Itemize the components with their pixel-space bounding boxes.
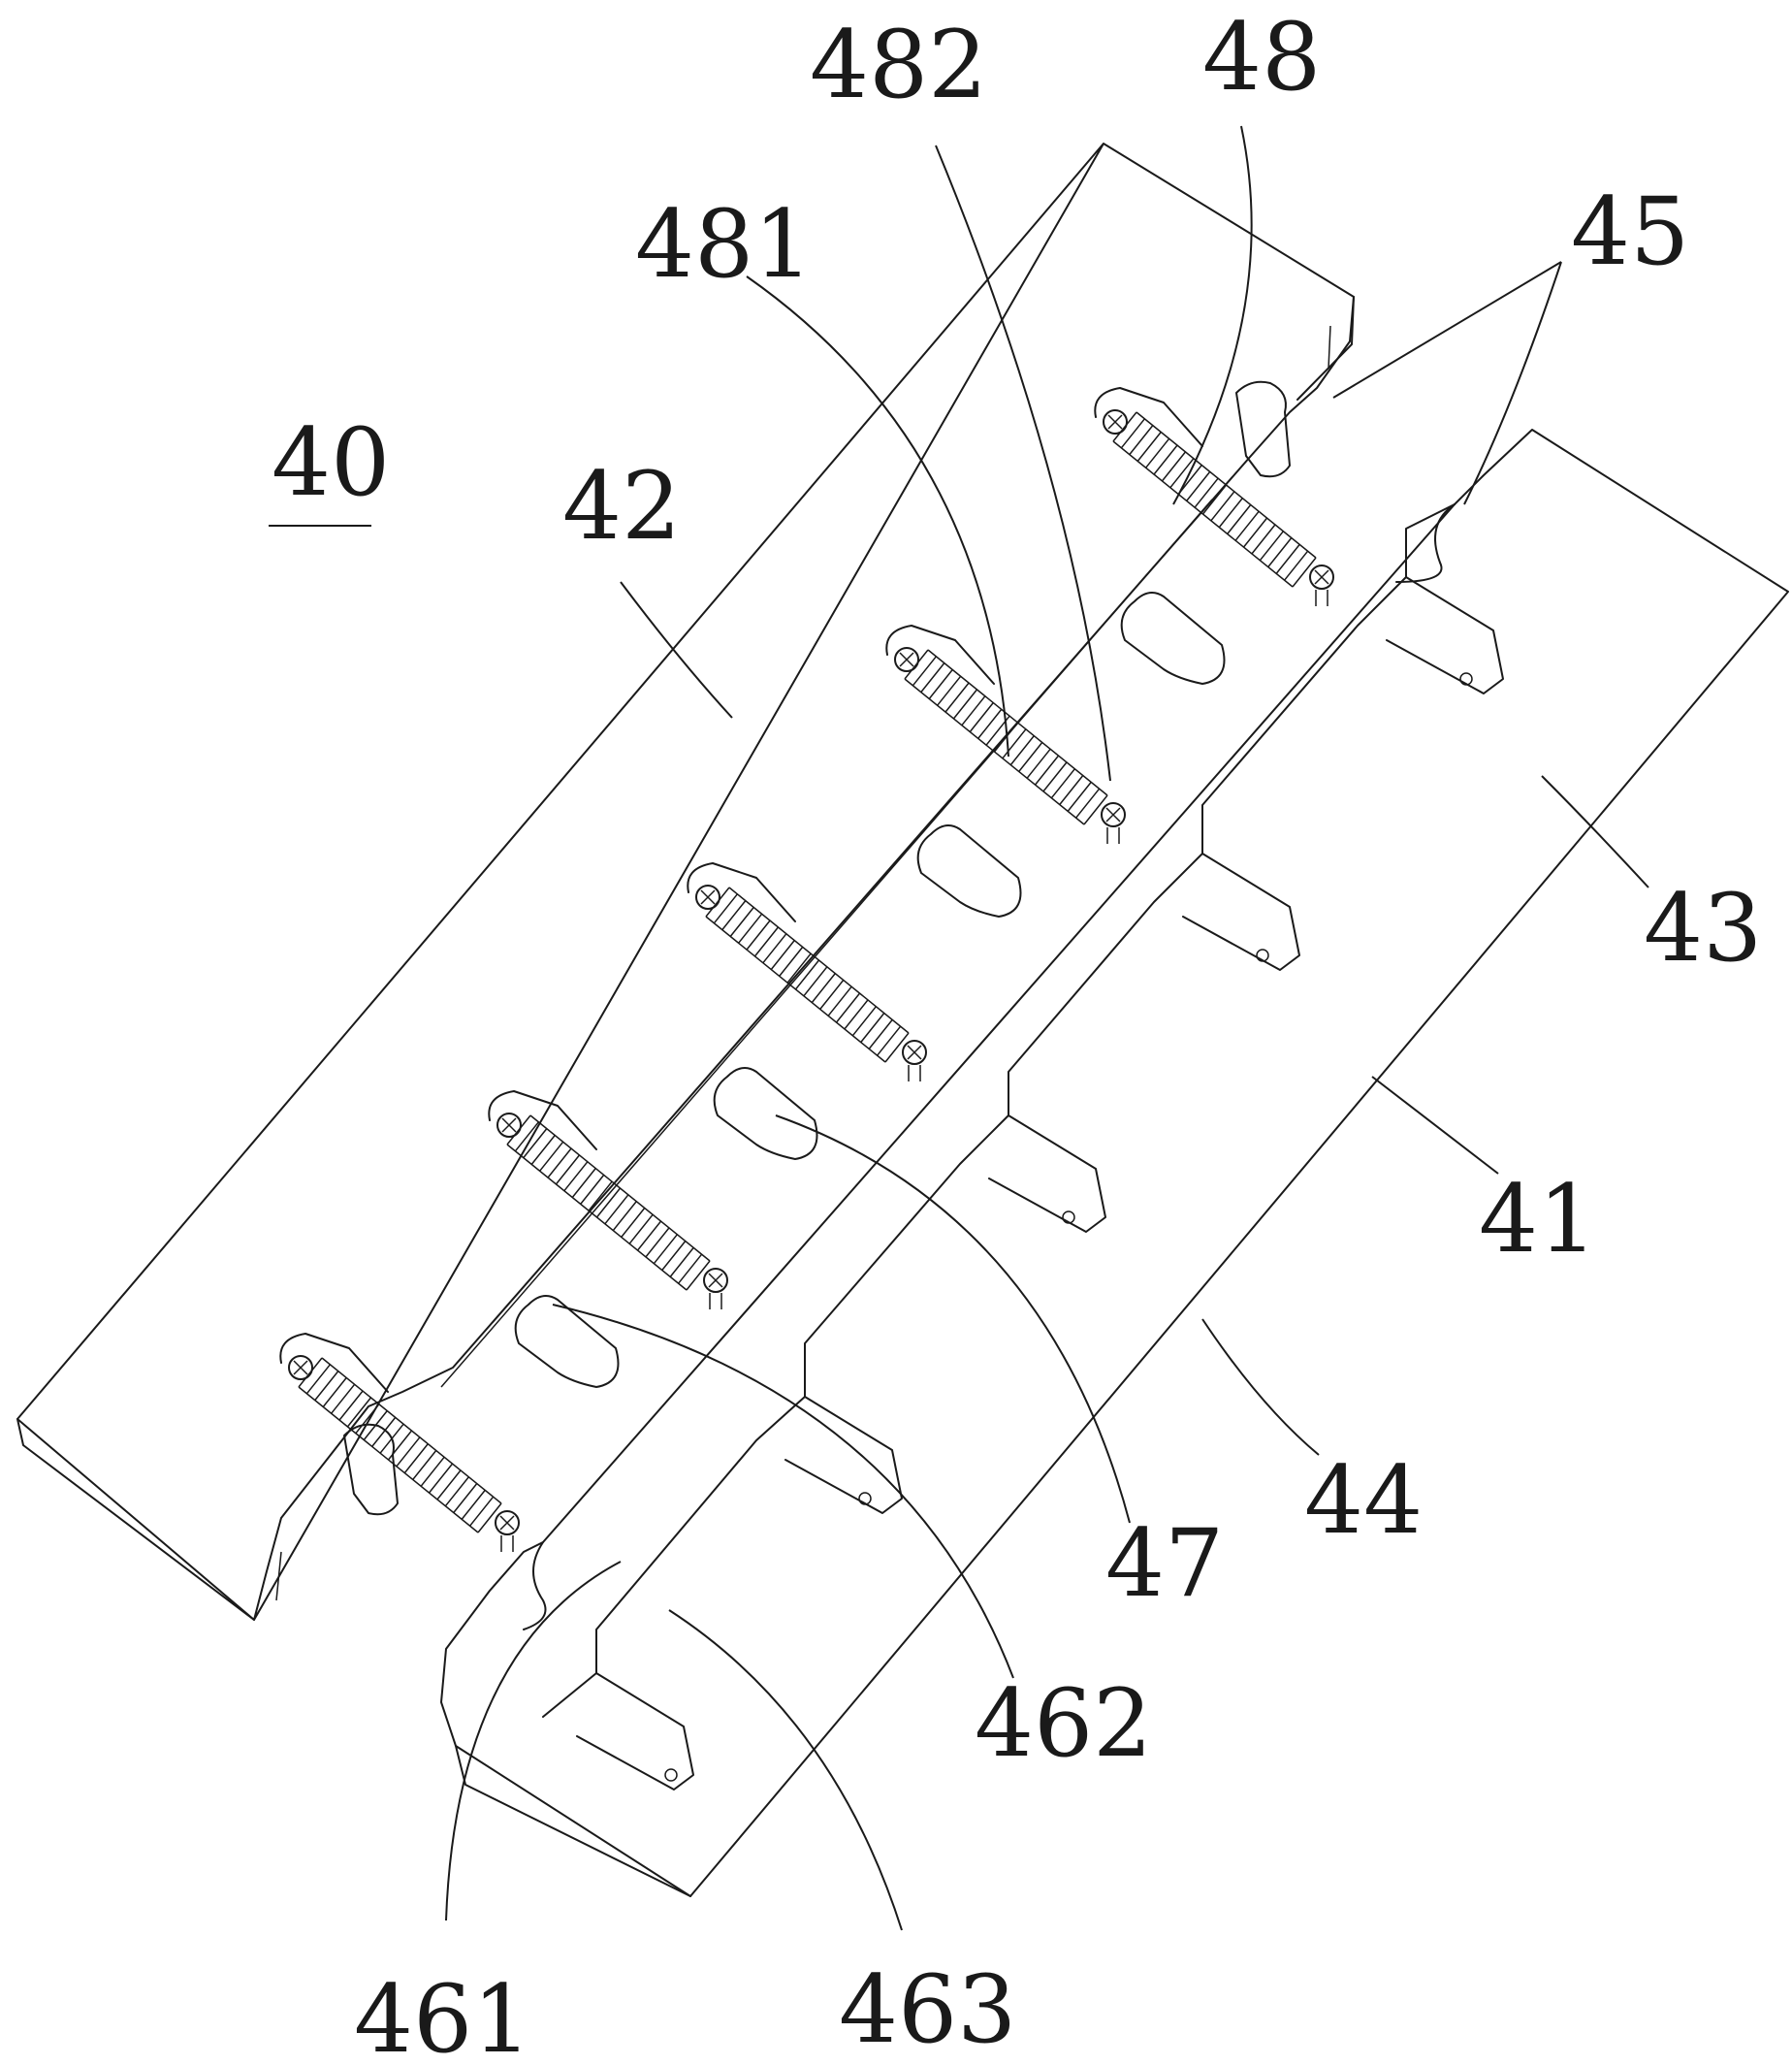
leader-462: [552, 1304, 1014, 1679]
label-45: 45: [1571, 177, 1689, 286]
label-47: 47: [1105, 1509, 1224, 1618]
label-41: 41: [1479, 1165, 1597, 1274]
label-40: 40: [272, 408, 390, 517]
spring-3: [687, 862, 927, 1081]
pins: [343, 380, 1291, 1516]
leader-45b: [1463, 261, 1562, 505]
leader-461: [445, 1561, 622, 1921]
leader-47: [775, 1114, 1131, 1524]
leader-43: [1541, 775, 1649, 888]
leader-lines: [269, 125, 1649, 1931]
leader-48: [1172, 125, 1253, 505]
upper-plate: [16, 143, 1355, 1621]
label-42: 42: [562, 452, 681, 561]
leader-45a: [1332, 261, 1562, 399]
spring-2: [885, 625, 1126, 844]
springs: [279, 387, 1334, 1552]
label-48: 48: [1202, 3, 1321, 112]
leader-481: [746, 275, 1009, 758]
label-482: 482: [810, 11, 987, 119]
leader-463: [668, 1609, 903, 1931]
label-462: 462: [975, 1669, 1152, 1778]
label-481: 481: [635, 190, 813, 299]
spring-4: [488, 1090, 728, 1309]
label-461: 461: [354, 1965, 531, 2065]
label-44: 44: [1304, 1446, 1423, 1555]
leader-44: [1201, 1318, 1320, 1456]
spring-1: [1094, 387, 1334, 606]
reference-labels: 40 42 481 482 48 45 43 41 44 47 462 461 …: [272, 3, 1762, 2065]
leader-41: [1371, 1076, 1499, 1175]
leader-42: [620, 581, 733, 719]
leader-482: [935, 145, 1111, 782]
label-43: 43: [1644, 874, 1762, 983]
label-463: 463: [839, 1955, 1016, 2064]
lower-plate: [440, 429, 1789, 1897]
